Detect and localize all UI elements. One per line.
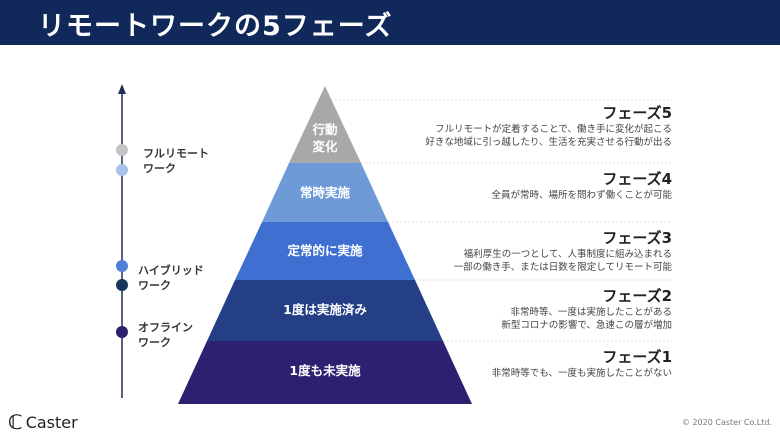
copyright: © 2020 Caster Co.Ltd. xyxy=(681,418,772,427)
pyramid-layer-1 xyxy=(178,341,472,404)
pyramid-label-2: 1度は実施済み xyxy=(283,302,367,317)
caster-logo-icon: ℂ xyxy=(8,410,23,434)
page-title: リモートワークの5フェーズ xyxy=(38,11,393,42)
pyramid-label-4: 常時実施 xyxy=(299,185,350,200)
timeline-dot xyxy=(116,279,128,291)
arrow-up-icon xyxy=(118,84,126,94)
pyramid-label-3: 定常的に実施 xyxy=(287,243,363,258)
timeline-dot xyxy=(116,144,128,156)
logo-text: Caster xyxy=(25,412,78,432)
caster-logo: ℂ Caster xyxy=(8,410,78,434)
pyramid-layer-2 xyxy=(207,280,443,341)
timeline-dot xyxy=(116,260,128,272)
pyramid-layer-5 xyxy=(289,86,361,163)
pyramid-layer-3 xyxy=(235,222,415,280)
timeline-dot xyxy=(116,326,128,338)
timeline-dot xyxy=(116,164,128,176)
pyramid-layer-4 xyxy=(262,163,388,222)
pyramid-label-1: 1度も未実施 xyxy=(289,363,361,378)
pyramid-label-5: 行動変化 xyxy=(312,122,338,154)
header-bar xyxy=(0,0,780,45)
timeline-label-hybrid: ハイブリッドワーク xyxy=(138,264,204,292)
timeline-label-offline: オフラインワーク xyxy=(138,321,193,349)
timeline-label-full-remote: フルリモートワーク xyxy=(143,147,209,175)
